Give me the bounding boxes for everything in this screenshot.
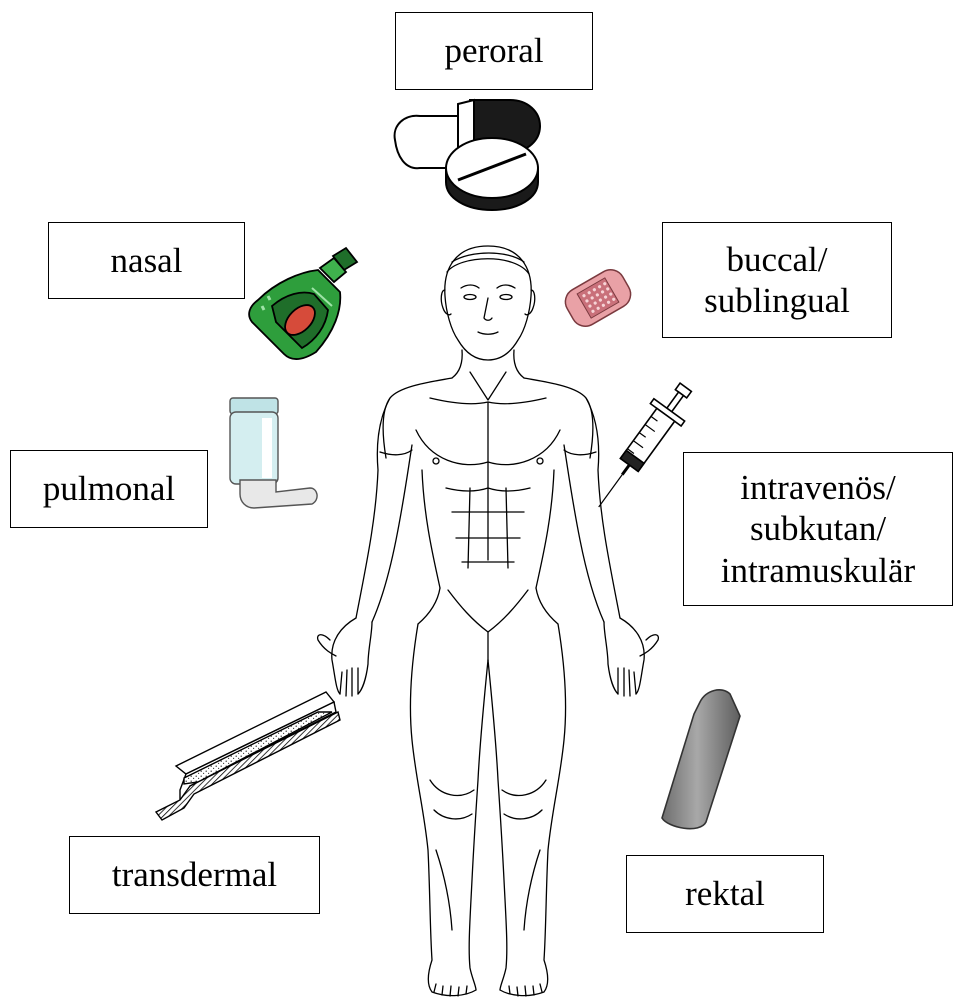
label-intra-line-3: intramuskulär — [721, 550, 915, 591]
label-peroral: peroral — [395, 12, 593, 90]
label-rektal-text: rektal — [685, 873, 765, 914]
label-intravenous-subcutaneous-intramuscular: intravenös/ subkutan/ intramuskulär — [683, 452, 953, 606]
label-buccal-line-2: sublingual — [704, 280, 850, 321]
label-nasal: nasal — [48, 222, 245, 299]
label-intra-line-1: intravenös/ — [721, 467, 915, 508]
label-buccal-sublingual: buccal/ sublingual — [662, 222, 892, 338]
label-rektal: rektal — [626, 855, 824, 933]
label-pulmonal: pulmonal — [10, 450, 208, 528]
label-transdermal: transdermal — [69, 836, 320, 914]
label-buccal-line-1: buccal/ — [704, 239, 850, 280]
label-transdermal-text: transdermal — [112, 854, 277, 895]
label-peroral-text: peroral — [444, 30, 543, 71]
label-intra-line-2: subkutan/ — [721, 508, 915, 549]
label-nasal-text: nasal — [111, 240, 183, 281]
label-pulmonal-text: pulmonal — [43, 468, 175, 509]
